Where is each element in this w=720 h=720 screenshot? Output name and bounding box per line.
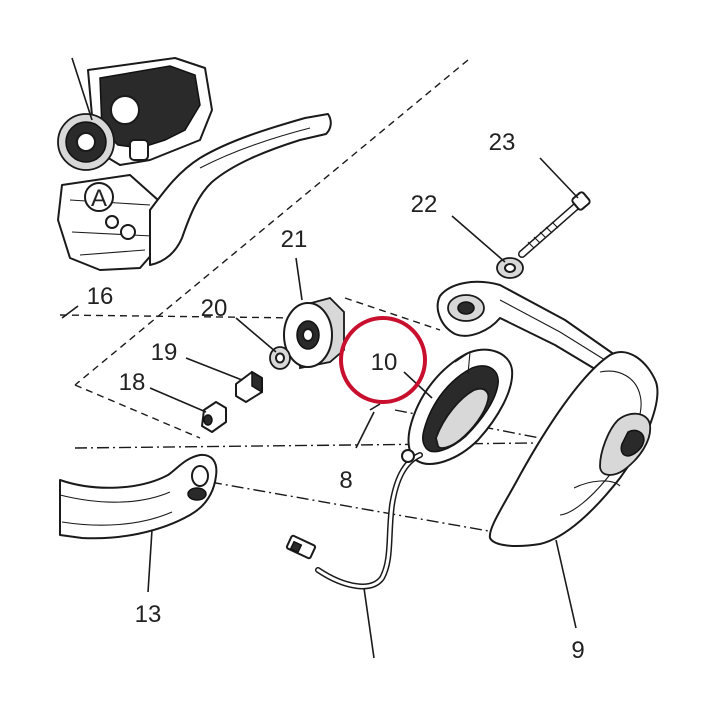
part-21-bar-end-weight: [283, 296, 345, 370]
callout-16: 16: [87, 283, 114, 310]
callout-labels: 23 22 21 20 19 18 16 10 8 13 9: [87, 129, 585, 664]
part-18-insert: [201, 401, 227, 433]
part-8-wiring-harness: [285, 449, 423, 590]
part-19-spacer: [235, 370, 263, 403]
callout-20: 20: [201, 295, 228, 322]
callout-21: 21: [281, 226, 308, 253]
detail-a-marker: A: [84, 182, 114, 212]
detail-a-label: A: [91, 185, 107, 212]
leader-lines: [61, 57, 579, 659]
callout-23: 23: [489, 129, 516, 156]
callout-13: 13: [135, 601, 162, 628]
callout-22: 22: [411, 191, 438, 218]
part-20-small-washer: [269, 346, 291, 370]
part-13-handlebar: [59, 453, 218, 540]
part-10-indicator-lens: [407, 348, 514, 465]
part-23-bolt: [518, 191, 591, 258]
part-22-washer: [496, 257, 524, 279]
part-9-hand-guard: [436, 280, 659, 547]
part-16-lever-assembly: [57, 57, 332, 271]
callout-10: 10: [371, 349, 398, 376]
callout-8: 8: [339, 467, 352, 494]
callout-18: 18: [119, 369, 146, 396]
callout-19: 19: [151, 339, 178, 366]
highlight-ring-part-10: [339, 316, 427, 404]
callout-9: 9: [571, 637, 584, 664]
